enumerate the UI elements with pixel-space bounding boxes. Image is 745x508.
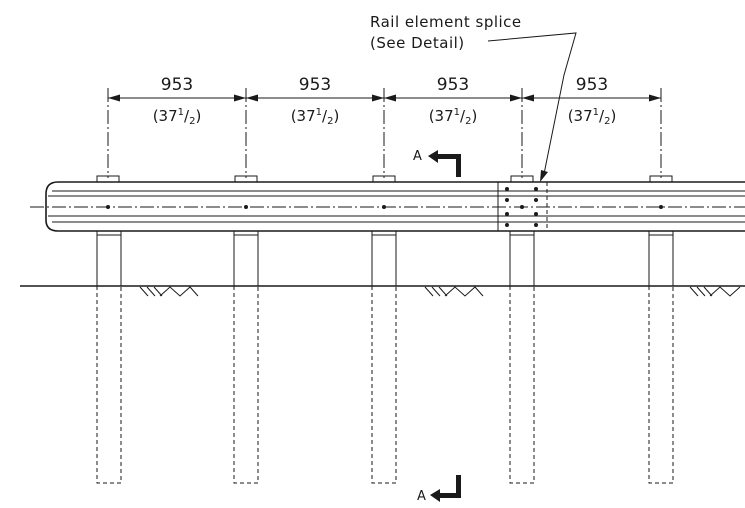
post — [96, 230, 122, 484]
post — [233, 230, 259, 484]
post — [371, 230, 397, 484]
section-label-bottom: A — [417, 489, 426, 504]
dimension-inch-2: (371/2) — [291, 107, 340, 127]
post-spacing-dimension-4: 953 (371/2) — [568, 75, 617, 127]
posts — [96, 230, 674, 484]
dimension-inch-3: (371/2) — [429, 107, 478, 127]
dimension-mm-4: 953 — [576, 75, 608, 95]
section-cut-arrow-top: A — [413, 149, 461, 177]
dimension-extension-lines — [107, 88, 662, 178]
section-cut-arrow-bottom: A — [417, 475, 461, 504]
dimension-inch-4: (371/2) — [568, 107, 617, 127]
dimension-line — [108, 94, 661, 102]
splice-leader-line — [487, 32, 577, 175]
post-spacing-dimension-1: 953 (371/2) — [153, 75, 202, 127]
splice-leader-arrowhead — [540, 170, 548, 182]
post-spacing-dimension-3: 953 (371/2) — [429, 75, 478, 127]
splice-callout-line2: (See Detail) — [370, 34, 465, 52]
dimension-mm-3: 953 — [437, 75, 469, 95]
post-bolts — [106, 205, 663, 209]
dimension-inch-1: (371/2) — [153, 107, 202, 127]
post — [648, 230, 674, 484]
rail-splice — [497, 182, 548, 231]
dimension-mm-1: 953 — [161, 75, 193, 95]
post — [509, 230, 535, 484]
w-beam-rail — [30, 181, 745, 232]
splice-callout-line1: Rail element splice — [370, 13, 522, 31]
dimension-mm-2: 953 — [299, 75, 331, 95]
post-spacing-dimension-2: 953 (371/2) — [291, 75, 340, 127]
soil-hatching — [139, 286, 741, 297]
section-label-top: A — [413, 149, 422, 164]
